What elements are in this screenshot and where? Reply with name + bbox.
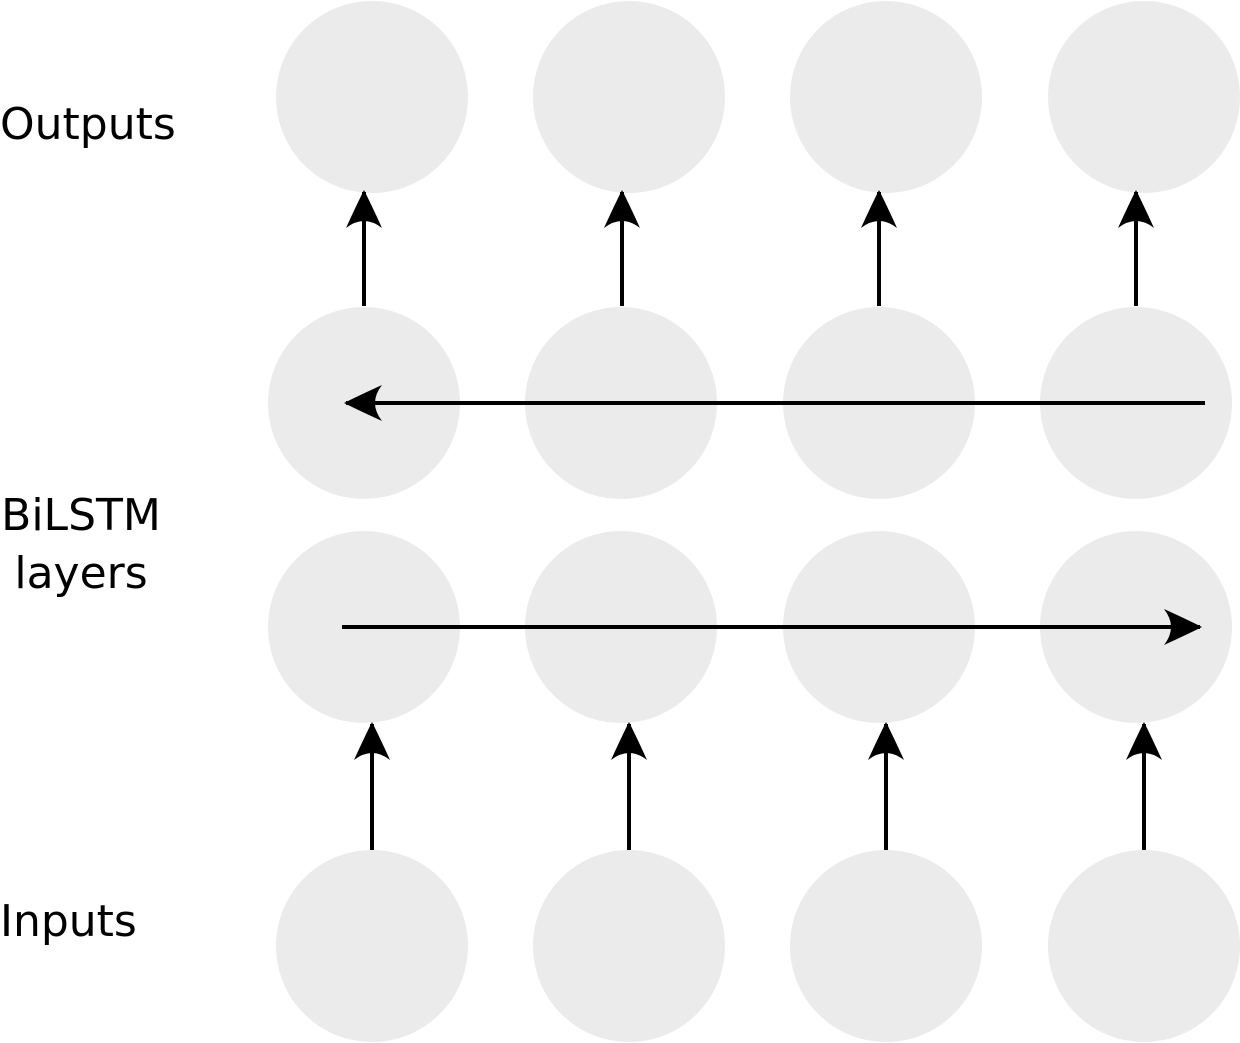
bilstm-label-line2: layers <box>14 548 148 599</box>
output-node <box>1048 1 1240 193</box>
input-node <box>1048 850 1240 1042</box>
output-node <box>790 1 982 193</box>
bilstm-label-line1: BiLSTM <box>1 490 161 541</box>
input-node <box>533 850 725 1042</box>
input-node <box>790 850 982 1042</box>
inputs-label: Inputs <box>0 896 137 947</box>
bilstm-layers-label: BiLSTM layers <box>0 487 162 603</box>
forward-lstm-nodes <box>268 531 1232 723</box>
input-to-hidden-arrows <box>354 722 1162 850</box>
output-node <box>276 1 468 193</box>
hidden-to-output-arrows <box>346 190 1154 306</box>
outputs-label: Outputs <box>0 99 176 150</box>
output-nodes <box>276 1 1240 193</box>
input-node <box>276 850 468 1042</box>
output-node <box>533 1 725 193</box>
input-nodes <box>276 850 1240 1042</box>
